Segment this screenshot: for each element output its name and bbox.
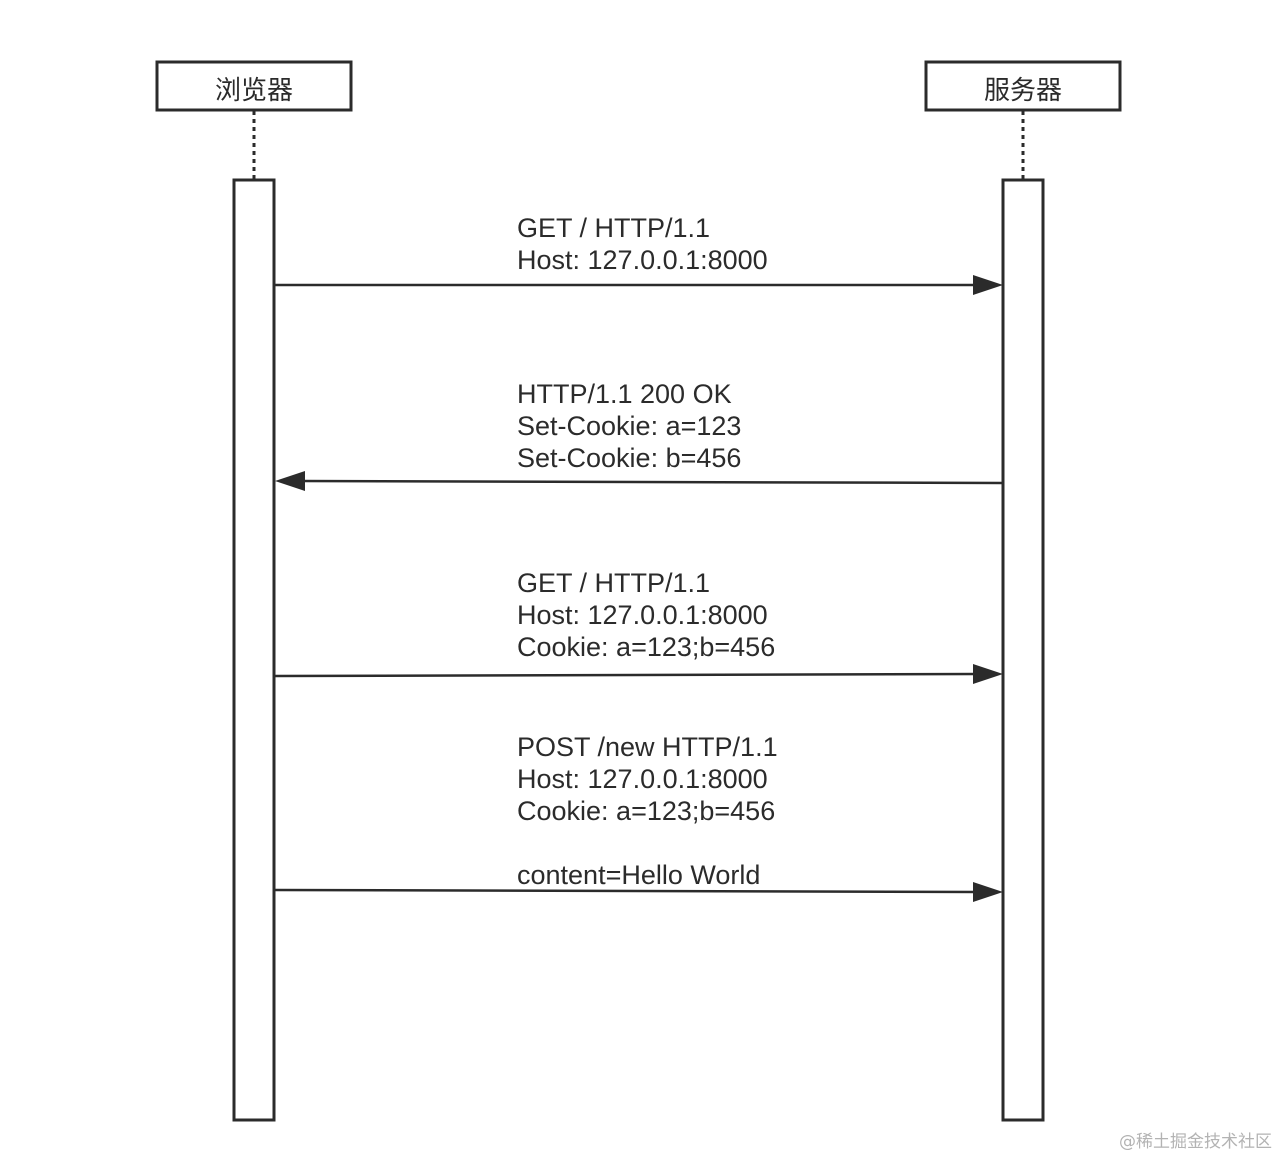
message-2-arrow xyxy=(299,479,1003,485)
message-3: GET / HTTP/1.1 Host: 127.0.0.1:8000 Cook… xyxy=(274,568,1003,684)
message-4-line-1: POST /new HTTP/1.1 xyxy=(517,732,778,762)
watermark: @稀土掘金技术社区 xyxy=(1119,1132,1272,1152)
message-4-arrow xyxy=(274,888,979,894)
message-2-arrowhead-icon xyxy=(275,471,305,491)
message-3-line-3: Cookie: a=123;b=456 xyxy=(517,632,775,662)
message-4-line-3: Cookie: a=123;b=456 xyxy=(517,796,775,826)
message-3-line-2: Host: 127.0.0.1:8000 xyxy=(517,600,768,630)
message-4-arrowhead-icon xyxy=(973,882,1003,902)
message-4: POST /new HTTP/1.1 Host: 127.0.0.1:8000 … xyxy=(274,732,1003,902)
message-1-line-2: Host: 127.0.0.1:8000 xyxy=(517,245,768,275)
message-1-line-1: GET / HTTP/1.1 xyxy=(517,213,710,243)
activation-bar-browser xyxy=(232,178,276,1122)
message-2-line-1: HTTP/1.1 200 OK xyxy=(517,379,732,409)
message-1: GET / HTTP/1.1 Host: 127.0.0.1:8000 xyxy=(275,213,1003,295)
actor-browser-box xyxy=(155,60,353,112)
activation-bar-server xyxy=(1001,178,1045,1122)
actor-browser: 浏览器 xyxy=(155,60,353,112)
message-2: HTTP/1.1 200 OK Set-Cookie: a=123 Set-Co… xyxy=(275,379,1003,491)
actor-server-box xyxy=(924,60,1122,112)
actor-server: 服务器 xyxy=(924,60,1122,112)
message-1-arrowhead-icon xyxy=(973,275,1003,295)
message-3-line-1: GET / HTTP/1.1 xyxy=(517,568,710,598)
message-3-arrowhead-icon xyxy=(973,664,1003,684)
message-2-line-2: Set-Cookie: a=123 xyxy=(517,411,741,441)
message-3-arrow xyxy=(274,672,979,678)
message-4-line-5: content=Hello World xyxy=(517,860,760,890)
message-2-line-3: Set-Cookie: b=456 xyxy=(517,443,741,473)
actor-server-label: 服务器 xyxy=(984,76,1062,106)
actor-browser-label: 浏览器 xyxy=(215,76,293,106)
message-4-line-2: Host: 127.0.0.1:8000 xyxy=(517,764,768,794)
